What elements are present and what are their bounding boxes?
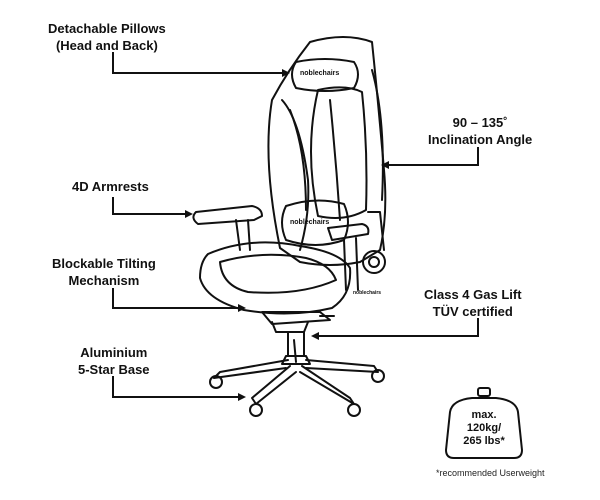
callout-base-line2: 5-Star Base — [78, 362, 150, 377]
weight-line1: max. — [471, 409, 497, 421]
callout-line-inclination — [388, 147, 479, 166]
callout-line-gaslift — [318, 318, 479, 337]
callout-line-base — [112, 376, 238, 398]
backrest-shell — [267, 36, 387, 266]
callout-inclination-line1: 90 – 135˚ — [452, 115, 508, 130]
base-leg-3 — [251, 365, 297, 405]
callout-tilting-line2: Mechanism — [68, 273, 140, 288]
callout-pillows-line1: Detachable Pillows — [48, 21, 166, 36]
weight-footnote: *recommended Userweight — [436, 468, 545, 478]
side-brand: noblechairs — [353, 290, 382, 296]
callout-pillows: Detachable Pillows (Head and Back) — [48, 20, 166, 54]
callout-lines — [112, 52, 479, 398]
left-armrest — [192, 205, 263, 225]
callout-base-line1: Aluminium — [80, 345, 148, 360]
callout-line-tilting — [112, 288, 238, 309]
callout-tilting-line1: Blockable Tilting — [52, 256, 156, 271]
base-leg-5 — [293, 339, 297, 363]
recline-knob — [362, 250, 386, 274]
callout-line-pillows — [112, 52, 282, 74]
weight-label: max. 120kg/ 265 lbs* — [456, 409, 512, 448]
callout-gaslift-line2: TÜV certified — [432, 304, 513, 319]
caster — [371, 369, 385, 383]
caster — [347, 403, 361, 417]
callout-gaslift-line1: Class 4 Gas Lift — [424, 287, 522, 302]
lumbar-brand: noblechairs — [290, 219, 330, 226]
callout-armrests-line1: 4D Armrests — [72, 179, 149, 194]
caster — [209, 375, 223, 389]
callout-tilting: Blockable Tilting Mechanism — [52, 255, 156, 289]
callout-inclination: 90 – 135˚ Inclination Angle — [428, 114, 532, 148]
caster — [249, 403, 263, 417]
callout-arrowheads — [185, 69, 389, 401]
callout-inclination-line2: Inclination Angle — [428, 132, 533, 147]
weight-line2: 120kg/ — [466, 422, 502, 434]
callout-pillows-line2: (Head and Back) — [55, 38, 158, 53]
base-leg-1 — [213, 359, 289, 379]
seat-cushion — [199, 241, 352, 315]
weight-icon — [444, 387, 524, 459]
right-armrest — [327, 223, 370, 241]
headrest-pillow — [291, 58, 359, 92]
base-leg-2 — [305, 359, 379, 373]
callout-gaslift: Class 4 Gas Lift TÜV certified — [424, 286, 522, 320]
callout-base: Aluminium 5-Star Base — [78, 344, 150, 378]
backrest-inner — [310, 86, 368, 219]
tilt-mechanism — [261, 311, 331, 325]
headrest-brand: noblechairs — [300, 70, 340, 77]
weight-line3: 265 lbs* — [463, 435, 505, 447]
base-leg-4 — [299, 365, 355, 405]
callout-armrests: 4D Armrests — [72, 178, 149, 195]
callout-line-armrests — [112, 197, 185, 215]
